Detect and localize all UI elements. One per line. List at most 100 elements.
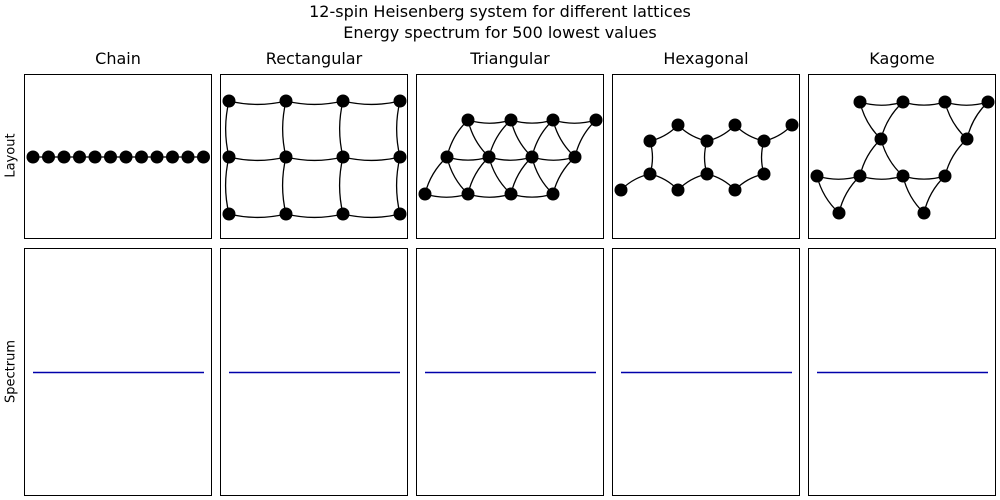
spin-node bbox=[853, 169, 867, 183]
spin-node bbox=[614, 183, 628, 197]
lattice-edge bbox=[285, 213, 344, 219]
spin-node bbox=[88, 150, 102, 164]
spin-node bbox=[546, 187, 560, 201]
lattice-edge bbox=[342, 156, 401, 162]
spin-node bbox=[104, 150, 117, 164]
spin-node bbox=[643, 134, 657, 148]
spin-node bbox=[853, 95, 867, 109]
spin-node bbox=[546, 113, 560, 127]
spin-node bbox=[568, 150, 582, 164]
spin-node bbox=[336, 207, 350, 221]
spin-node bbox=[279, 207, 293, 221]
column-title-triangular: Triangular bbox=[470, 49, 550, 68]
layout-panel-kagome bbox=[808, 74, 996, 239]
layout-panel-rectangular bbox=[220, 74, 408, 239]
column-title-kagome: Kagome bbox=[869, 49, 935, 68]
layout-panel-triangular bbox=[416, 74, 604, 239]
spin-node bbox=[504, 113, 518, 127]
spin-node bbox=[42, 150, 55, 164]
spin-node bbox=[26, 150, 40, 164]
lattice-edge bbox=[285, 100, 344, 106]
lattice-edge bbox=[281, 100, 287, 158]
spin-node bbox=[57, 150, 71, 164]
spin-node bbox=[896, 169, 910, 183]
lattice-edge bbox=[228, 213, 287, 219]
lattice-edge bbox=[338, 156, 344, 215]
spectrum-panel-chain bbox=[24, 248, 212, 496]
spin-node bbox=[671, 183, 685, 197]
spin-node bbox=[810, 169, 824, 183]
chain-lattice-graph bbox=[26, 150, 210, 164]
spin-node bbox=[896, 95, 910, 109]
spin-node bbox=[482, 150, 496, 164]
spectrum-plot-hexagonal bbox=[621, 371, 792, 374]
spin-node bbox=[418, 187, 432, 201]
spin-node bbox=[222, 150, 236, 164]
spin-node bbox=[181, 150, 195, 164]
spin-node bbox=[981, 95, 995, 109]
lattice-edge bbox=[281, 156, 287, 215]
spin-node bbox=[461, 187, 475, 201]
spin-node bbox=[393, 150, 407, 164]
spin-node bbox=[589, 113, 603, 127]
spin-node bbox=[728, 118, 742, 132]
spin-node bbox=[700, 167, 714, 181]
lattice-edge bbox=[224, 156, 230, 215]
lattice-edge bbox=[285, 156, 344, 162]
spin-node bbox=[440, 150, 454, 164]
spin-node bbox=[960, 132, 974, 146]
spectrum-panel-rectangular bbox=[220, 248, 408, 496]
spin-node bbox=[279, 150, 293, 164]
spin-node bbox=[832, 206, 846, 220]
spin-node bbox=[119, 150, 133, 164]
spectrum-plot-kagome bbox=[817, 371, 988, 374]
lattice-edge bbox=[395, 156, 401, 215]
spectrum-panel-kagome bbox=[808, 248, 996, 496]
lattice-edge bbox=[224, 100, 230, 158]
column-title-rectangular: Rectangular bbox=[265, 49, 363, 68]
spin-node bbox=[785, 118, 799, 132]
row-label-spectrum: Spectrum bbox=[3, 340, 19, 403]
spin-node bbox=[336, 150, 350, 164]
spectrum-panel-triangular bbox=[416, 248, 604, 496]
spectrum-plot-triangular bbox=[425, 371, 596, 374]
spin-node bbox=[917, 206, 931, 220]
spin-node bbox=[757, 134, 771, 148]
spin-node bbox=[525, 150, 539, 164]
spin-node bbox=[938, 95, 952, 109]
hexagonal-lattice-graph bbox=[614, 118, 799, 197]
spin-node bbox=[643, 167, 657, 181]
spin-node bbox=[504, 187, 518, 201]
lattice-edge bbox=[338, 100, 344, 158]
triangular-lattice-graph bbox=[418, 113, 603, 201]
spin-node bbox=[728, 183, 742, 197]
spin-node bbox=[757, 167, 771, 181]
kagome-lattice-graph bbox=[810, 95, 995, 220]
rectangular-lattice-graph bbox=[222, 94, 407, 221]
column-title-chain: Chain bbox=[95, 49, 141, 68]
spin-node bbox=[874, 132, 888, 146]
spin-node bbox=[336, 94, 350, 108]
figure-title-line-1: 12-spin Heisenberg system for different … bbox=[309, 2, 691, 21]
spin-node bbox=[166, 150, 179, 164]
spin-node bbox=[938, 169, 952, 183]
spin-node bbox=[135, 150, 148, 164]
row-label-layout: Layout bbox=[3, 133, 19, 178]
spectrum-plot-rectangular bbox=[229, 371, 400, 374]
spin-node bbox=[393, 207, 407, 221]
spin-node bbox=[279, 94, 293, 108]
spin-node bbox=[461, 113, 475, 127]
layout-panel-hexagonal bbox=[612, 74, 800, 239]
spin-node bbox=[73, 150, 86, 164]
lattice-edge bbox=[342, 213, 401, 219]
column-title-hexagonal: Hexagonal bbox=[663, 49, 749, 68]
spectrum-plot-chain bbox=[33, 371, 204, 374]
spin-node bbox=[700, 134, 714, 148]
spin-node bbox=[197, 150, 210, 164]
spectrum-panel-hexagonal bbox=[612, 248, 800, 496]
lattice-edge bbox=[395, 100, 401, 158]
lattice-edge bbox=[228, 156, 287, 162]
spin-node bbox=[222, 94, 236, 108]
spin-node bbox=[671, 118, 685, 132]
spin-node bbox=[222, 207, 236, 221]
